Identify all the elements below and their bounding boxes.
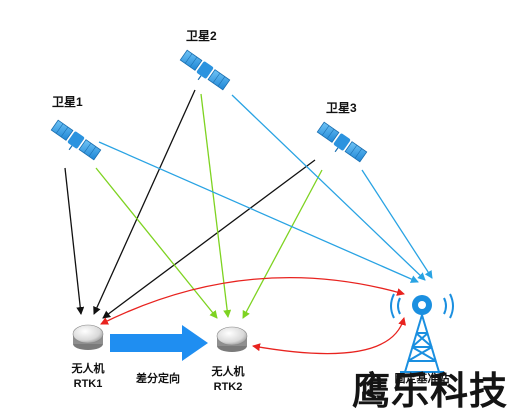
rtk2-label-line2: RTK2: [214, 381, 243, 393]
base-station: 固定基准站: [390, 293, 454, 385]
satellite-3: [316, 121, 368, 163]
watermark: 鹰乐科技: [352, 369, 508, 410]
signal-lines: [64, 89, 433, 355]
satellite-icon: [50, 119, 102, 161]
satellite-3-label: 卫星3: [326, 101, 357, 115]
signal-sat1-base: [98, 141, 419, 283]
signal-sat1-rtk1: [64, 167, 85, 315]
signal-sat2-rtk1: [93, 89, 196, 315]
base-station-label: 固定基准站: [395, 371, 450, 385]
satellite-icon: [316, 121, 368, 163]
satellite-2-label: 卫星2: [186, 29, 217, 43]
rtk2-label-line1: 无人机: [211, 364, 245, 378]
signal-sat2-base: [231, 94, 426, 281]
satellite-2: [179, 49, 231, 91]
signal-sat3-rtk2: [242, 169, 323, 319]
orientation-arrow-label: 差分定向: [136, 371, 180, 385]
rtk1-label-line1: 无人机: [71, 361, 105, 375]
correction-base-rtk2: [252, 317, 407, 355]
rtk1-receiver: 无人机 RTK1: [71, 324, 105, 390]
correction-base-rtk1: [100, 276, 405, 325]
signal-sat3-rtk1: [102, 159, 316, 319]
satellite-1: [50, 119, 102, 161]
orientation-arrow: 差分定向: [110, 325, 208, 385]
rtk1-label-line2: RTK1: [74, 378, 103, 390]
gnss-antenna-icon: [216, 326, 248, 352]
rtk2-receiver: 无人机 RTK2: [211, 326, 248, 393]
gnss-antenna-icon: [72, 324, 104, 350]
satellite-icon: [179, 49, 231, 91]
satellite-1-label: 卫星1: [52, 95, 83, 109]
signal-sat3-base: [361, 169, 433, 279]
signal-sat1-rtk2: [95, 167, 218, 319]
signal-sat2-rtk2: [200, 93, 232, 318]
radio-tower-icon: [390, 293, 454, 373]
orientation-arrow-shape: [110, 325, 208, 361]
